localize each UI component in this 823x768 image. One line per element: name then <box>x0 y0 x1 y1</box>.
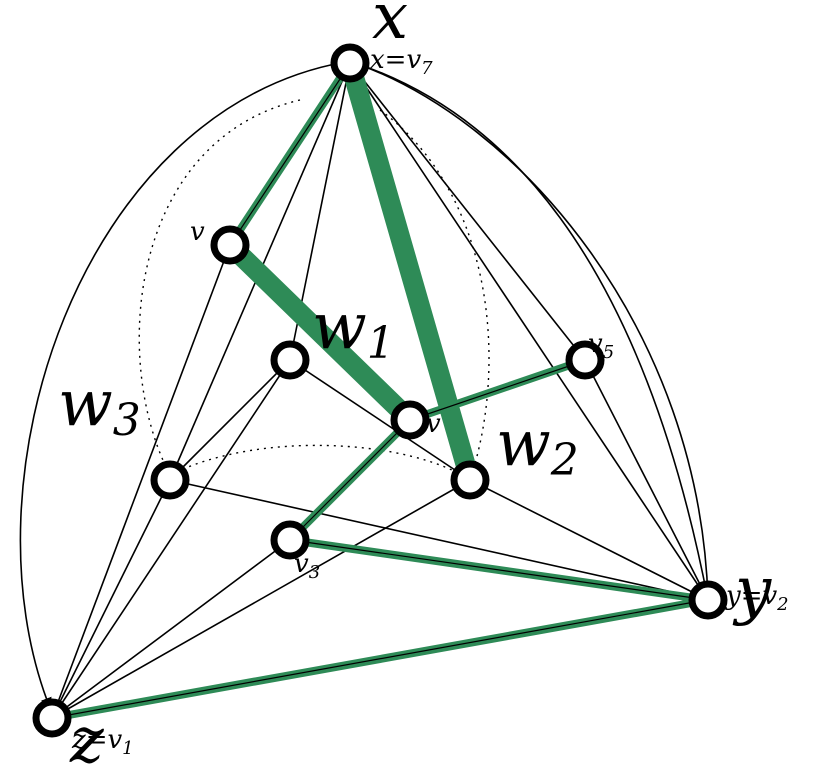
dotted-boundary <box>138 99 490 481</box>
node-z <box>32 698 72 738</box>
label-x-eq: x=v7 <box>370 45 433 79</box>
label-w3: w3 <box>58 367 141 446</box>
node-x <box>330 43 370 83</box>
label-y-eq: y=v2 <box>725 581 789 615</box>
node-y <box>688 580 728 620</box>
label-v5: v5 <box>588 329 614 363</box>
nodes <box>32 43 728 738</box>
label-y-big: y <box>732 554 772 628</box>
label-w1: w1 <box>312 290 395 369</box>
node-v5 <box>565 340 605 380</box>
label-z-big: z <box>69 704 105 768</box>
label-v3: v3 <box>294 549 320 583</box>
label-w2: w2 <box>496 407 579 486</box>
label-x-big: x <box>372 0 408 54</box>
label-v4: v <box>426 409 441 439</box>
label-z-eq: z=v1 <box>71 725 134 759</box>
node-w1 <box>270 340 310 380</box>
node-v4 <box>390 400 430 440</box>
labels: x x=v7 y y=v2 z z=v1 w1 w2 w3 v5 v3 v v <box>58 0 789 768</box>
outer-edges <box>19 61 709 710</box>
node-w3 <box>150 460 190 500</box>
node-w2 <box>450 460 490 500</box>
green-edges <box>48 53 712 722</box>
node-v6 <box>210 225 250 265</box>
node-v3 <box>270 520 310 560</box>
thin-edges <box>51 62 709 719</box>
label-v6: v <box>190 217 205 247</box>
